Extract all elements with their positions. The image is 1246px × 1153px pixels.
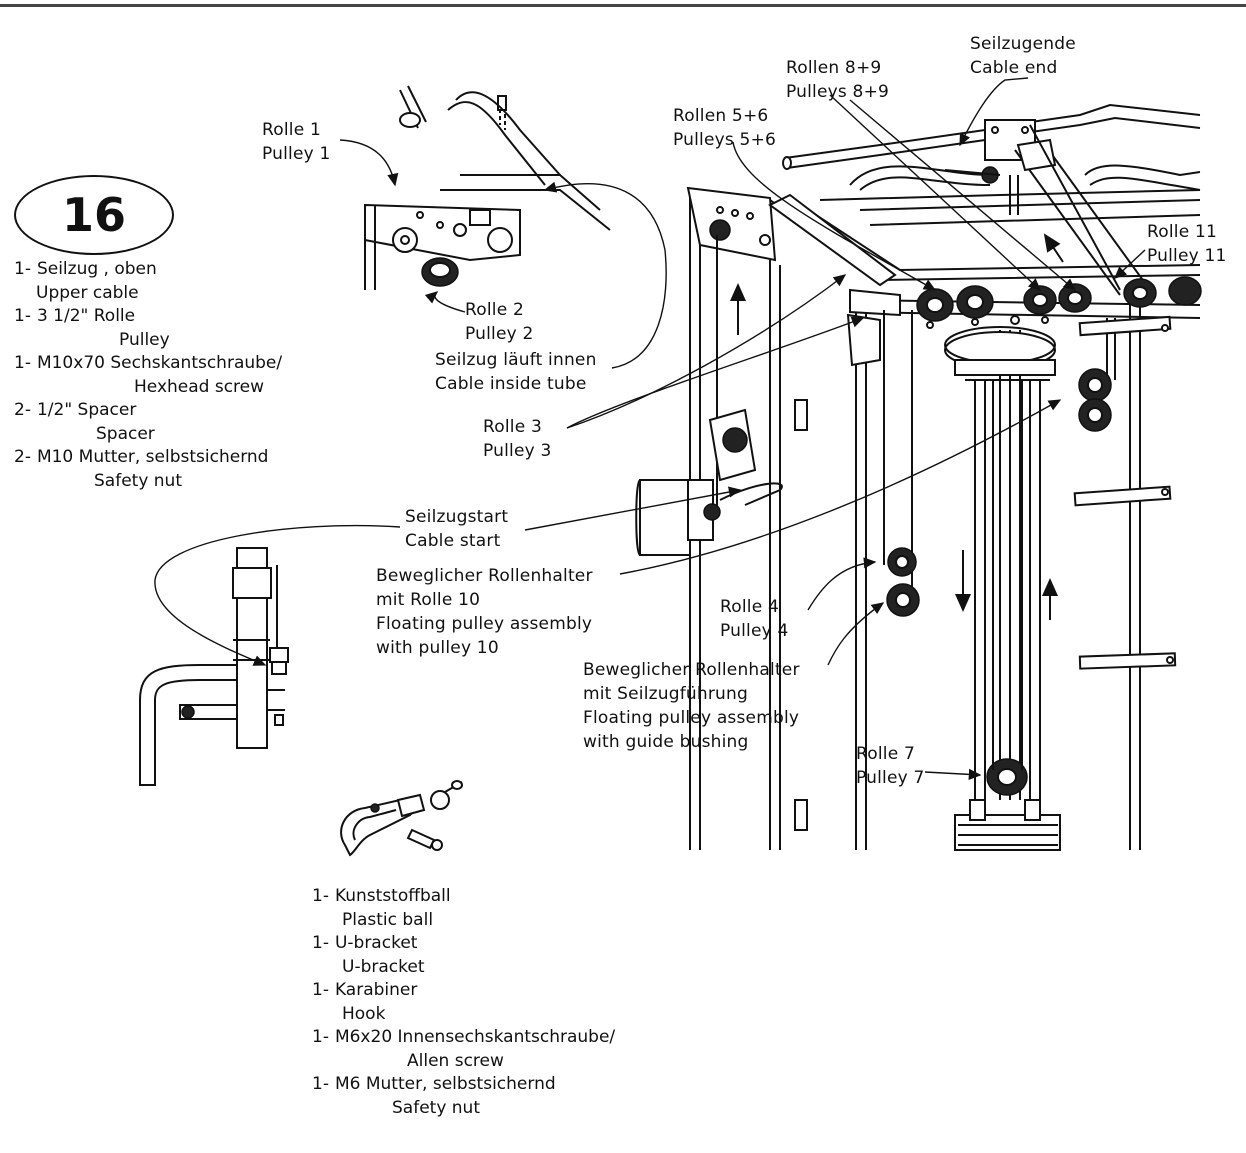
callout-floating10-line3: Floating pulley assembly <box>376 614 593 634</box>
callout-floating-guide-line3: Floating pulley assembly <box>583 708 800 728</box>
parts-item-qty: 1- <box>14 306 31 326</box>
parts-item-name-en: Spacer <box>96 423 155 444</box>
parts-item: 1-M10x70 Sechskantschraube/ <box>14 352 282 376</box>
callout-rolle1-de: Rolle 1 <box>262 120 321 140</box>
parts-item-name-en: Upper cable <box>36 282 139 303</box>
callout-rolle7-en: Pulley 7 <box>856 768 925 788</box>
upper-frame <box>686 103 1201 850</box>
parts-item: 1-Kunststoffball <box>312 885 615 909</box>
callout-floating10-line1: Beweglicher Rollenhalter <box>376 566 593 586</box>
parts-item: 1-M6 Mutter, selbstsichernd <box>312 1073 615 1097</box>
side-brackets <box>1073 315 1177 670</box>
step-number-badge: 16 <box>14 175 174 255</box>
parts-item-name-en: Hexhead screw <box>134 376 265 397</box>
callout-rolle2: Rolle 2 Pulley 2 <box>465 298 534 346</box>
parts-item-name-de: Karabiner <box>334 980 418 1000</box>
callout-cable-end-en: Cable end <box>970 58 1058 78</box>
parts-item-name-de: M6 Mutter, selbstsichernd <box>334 1074 556 1094</box>
callout-floating10: Beweglicher Rollenhalter mit Rolle 10 Fl… <box>376 564 593 660</box>
callout-cable-start: Seilzugstart Cable start <box>405 505 508 553</box>
callout-rolle3-en: Pulley 3 <box>483 441 552 461</box>
callout-rolle1: Rolle 1 Pulley 1 <box>262 118 331 166</box>
callout-cable-end-de: Seilzugende <box>970 34 1076 54</box>
parts-item-qty: 1- <box>312 1074 329 1094</box>
parts-item: 1-Seilzug , oben <box>14 258 282 282</box>
step-number: 16 <box>61 188 126 242</box>
callout-cable-inside-de: Seilzug läuft innen <box>435 350 597 370</box>
callout-rollen56: Rollen 5+6 Pulleys 5+6 <box>673 104 776 152</box>
parts-item: 1-Karabiner <box>312 979 615 1003</box>
callout-rolle4: Rolle 4 Pulley 4 <box>720 595 789 643</box>
parts-item-name-de: U-bracket <box>334 933 418 953</box>
detail-pulley-bracket <box>364 85 611 290</box>
callout-rolle7: Rolle 7 Pulley 7 <box>856 742 925 790</box>
callout-floating10-line4: with pulley 10 <box>376 638 499 658</box>
callout-rolle3: Rolle 3 Pulley 3 <box>483 415 552 463</box>
callout-rolle4-de: Rolle 4 <box>720 597 779 617</box>
parts-item-qty: 1- <box>312 933 329 953</box>
callout-floating-guide-line4: with guide bushing <box>583 732 749 752</box>
parts-item-name-en: Allen screw <box>407 1050 504 1071</box>
parts-item-qty: 1- <box>14 353 31 373</box>
parts-item-name-en: Safety nut <box>94 470 182 491</box>
callout-cable-inside-en: Cable inside tube <box>435 374 587 394</box>
parts-item-name-de: Seilzug , oben <box>36 259 157 279</box>
parts-item-name-de: M6x20 Innensechskantschraube/ <box>334 1027 616 1047</box>
floating-pulleys <box>886 368 1112 617</box>
parts-item-name-de: 1/2" Spacer <box>36 400 137 420</box>
callout-rolle1-en: Pulley 1 <box>262 144 331 164</box>
parts-item-name-de: Kunststoffball <box>334 886 451 906</box>
callout-cable-inside: Seilzug läuft innen Cable inside tube <box>435 348 597 396</box>
callout-rollen56-en: Pulleys 5+6 <box>673 130 777 150</box>
parts-item-name-de: M10 Mutter, selbstsichernd <box>36 447 269 467</box>
parts-item-qty: 2- <box>14 447 31 467</box>
callout-rollen56-de: Rollen 5+6 <box>673 106 769 126</box>
callout-rollen89-de: Rollen 8+9 <box>786 58 882 78</box>
parts-item-name-de: 3 1/2" Rolle <box>36 306 136 326</box>
cable-start-inset <box>139 547 289 786</box>
motion-arrows <box>730 233 1064 620</box>
parts-item-name-en: Safety nut <box>392 1097 480 1118</box>
top-pulleys <box>916 276 1202 329</box>
parts-item: 1-3 1/2" Rolle <box>14 305 282 329</box>
parts-item: 2-M10 Mutter, selbstsichernd <box>14 446 282 470</box>
callout-floating-guide-line1: Beweglicher Rollenhalter <box>583 660 800 680</box>
callout-cable-start-en: Cable start <box>405 531 501 551</box>
parts-item-name-de: M10x70 Sechskantschraube/ <box>36 353 283 373</box>
callout-cable-start-de: Seilzugstart <box>405 507 509 527</box>
callout-rolle3-de: Rolle 3 <box>483 417 542 437</box>
weight-stack <box>944 326 1061 851</box>
parts-item-qty: 1- <box>312 980 329 1000</box>
header-rule <box>0 4 1246 7</box>
parts-item-qty: 1- <box>312 1027 329 1047</box>
callout-rolle11-de: Rolle 11 <box>1147 222 1217 242</box>
callout-rollen89: Rollen 8+9 Pulleys 8+9 <box>786 56 889 104</box>
parts-item: 1-U-bracket <box>312 932 615 956</box>
parts-item: 1-M6x20 Innensechskantschraube/ <box>312 1026 615 1050</box>
callout-rolle4-en: Pulley 4 <box>720 621 789 641</box>
parts-item-qty: 1- <box>312 886 329 906</box>
parts-item: 2-1/2" Spacer <box>14 399 282 423</box>
parts-item-name-en: U-bracket <box>342 956 425 977</box>
hook-hardware <box>340 780 463 857</box>
parts-item-name-en: Hook <box>342 1003 386 1024</box>
parts-item-qty: 2- <box>14 400 31 420</box>
callout-rolle2-en: Pulley 2 <box>465 324 534 344</box>
parts-item-name-en: Plastic ball <box>342 909 434 930</box>
callout-rollen89-en: Pulleys 8+9 <box>786 82 890 102</box>
callout-cable-end: Seilzugende Cable end <box>970 32 1076 80</box>
callout-rolle11-en: Pulley 11 <box>1147 246 1227 266</box>
callout-rolle7-de: Rolle 7 <box>856 744 915 764</box>
parts-item-qty: 1- <box>14 259 31 279</box>
callout-rolle2-de: Rolle 2 <box>465 300 524 320</box>
parts-item-name-en: Pulley <box>119 329 170 350</box>
callout-floating-guide: Beweglicher Rollenhalter mit Seilzugführ… <box>583 658 800 754</box>
callout-rolle11: Rolle 11 Pulley 11 <box>1147 220 1227 268</box>
callout-floating-guide-line2: mit Seilzugführung <box>583 684 749 704</box>
leader-lines <box>154 77 1146 780</box>
callout-floating10-line2: mit Rolle 10 <box>376 590 481 610</box>
